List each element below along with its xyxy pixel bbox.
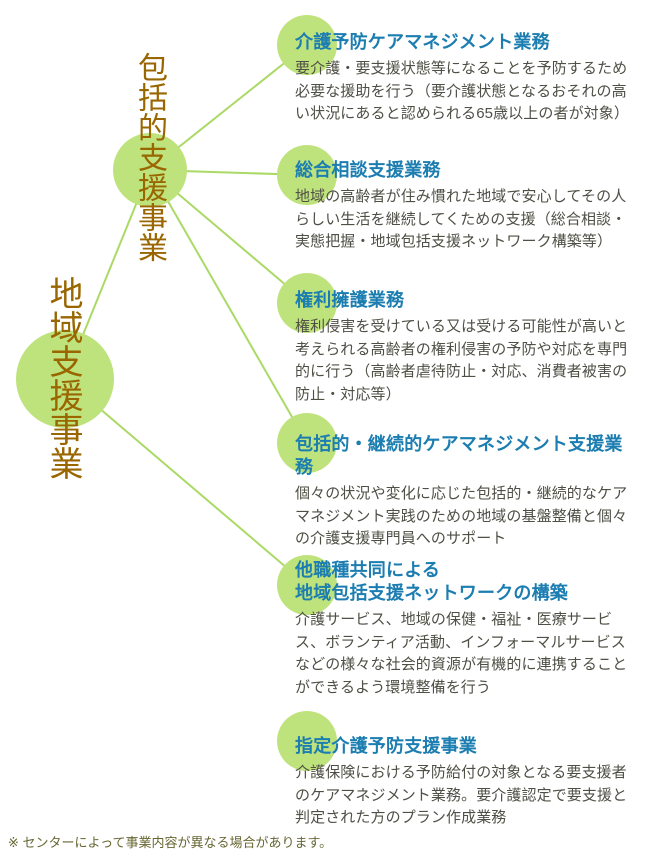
service-item-6: 指定介護予防支援事業 介護保険における予防給付の対象となる要支援者のケアマネジメ… bbox=[295, 735, 639, 830]
connector-root-item5 bbox=[64, 378, 308, 586]
service-description: 地域の高齢者が住み慣れた地域で安心してその人らしい生活を継続してくための支援（総… bbox=[295, 188, 627, 250]
service-description: 要介護・要支援状態等になることを予防するため必要な援助を行う（要介護状態となるお… bbox=[295, 60, 629, 122]
service-item-5: 他職種共同による 地域包括支援ネットワークの構築 介護サービス、地域の保健・福祉… bbox=[295, 559, 639, 699]
service-title: 指定介護予防支援事業 bbox=[295, 736, 477, 756]
service-item-1: 介護予防ケアマネジメント業務 要介護・要支援状態等になることを予防するため必要な… bbox=[295, 31, 639, 126]
connector-lines bbox=[64, 44, 308, 586]
service-description: 介護サービス、地域の保健・福祉・医療サービス、ボランティア活動、インフォーマルサ… bbox=[295, 611, 628, 696]
hub-label: 包括的支援事業 bbox=[133, 52, 166, 262]
service-item-2: 総合相談支援業務 地域の高齢者が住み慣れた地域で安心してその人らしい生活を継続し… bbox=[295, 159, 639, 254]
item4-node-circle bbox=[277, 413, 337, 473]
service-item-4: 包括的・継続的ケアマネジメント支援業務 個々の状況や変化に応じた包括的・継続的な… bbox=[295, 433, 639, 551]
item2-node-circle bbox=[277, 145, 337, 205]
root-label: 地域支援事業 bbox=[44, 276, 82, 480]
service-item-3: 権利擁護業務 権利侵害を受けている又は受ける可能性が高いと考えられる高齢者の権利… bbox=[295, 289, 639, 406]
hub-node-circle bbox=[113, 133, 187, 207]
service-title: 介護予防ケアマネジメント業務 bbox=[295, 32, 550, 52]
service-title: 包括的・継続的ケアマネジメント支援業務 bbox=[295, 434, 623, 477]
service-description: 個々の状況や変化に応じた包括的・継続的なケアマネジメント実践のための地域の基盤整… bbox=[295, 485, 628, 547]
service-description: 権利侵害を受けている又は受ける可能性が高いと考えられる高齢者の権利侵害の予防や対… bbox=[295, 318, 628, 403]
item5-node-circle bbox=[277, 555, 337, 615]
service-title: 総合相談支援業務 bbox=[295, 160, 441, 180]
service-title: 権利擁護業務 bbox=[295, 290, 405, 310]
footnote: ※ センターによって事業内容が異なる場合があります。 bbox=[8, 835, 333, 850]
item1-node-circle bbox=[277, 15, 337, 75]
root-node-circle bbox=[16, 330, 114, 428]
item3-node-circle bbox=[277, 273, 337, 333]
item6-node-circle bbox=[277, 711, 337, 771]
connector-hub-item4 bbox=[149, 169, 308, 444]
node-circles bbox=[16, 15, 337, 771]
service-description: 介護保険における予防給付の対象となる要支援者のケアマネジメント業務。要介護認定で… bbox=[295, 764, 628, 826]
service-title: 他職種共同による 地域包括支援ネットワークの構築 bbox=[295, 560, 568, 603]
